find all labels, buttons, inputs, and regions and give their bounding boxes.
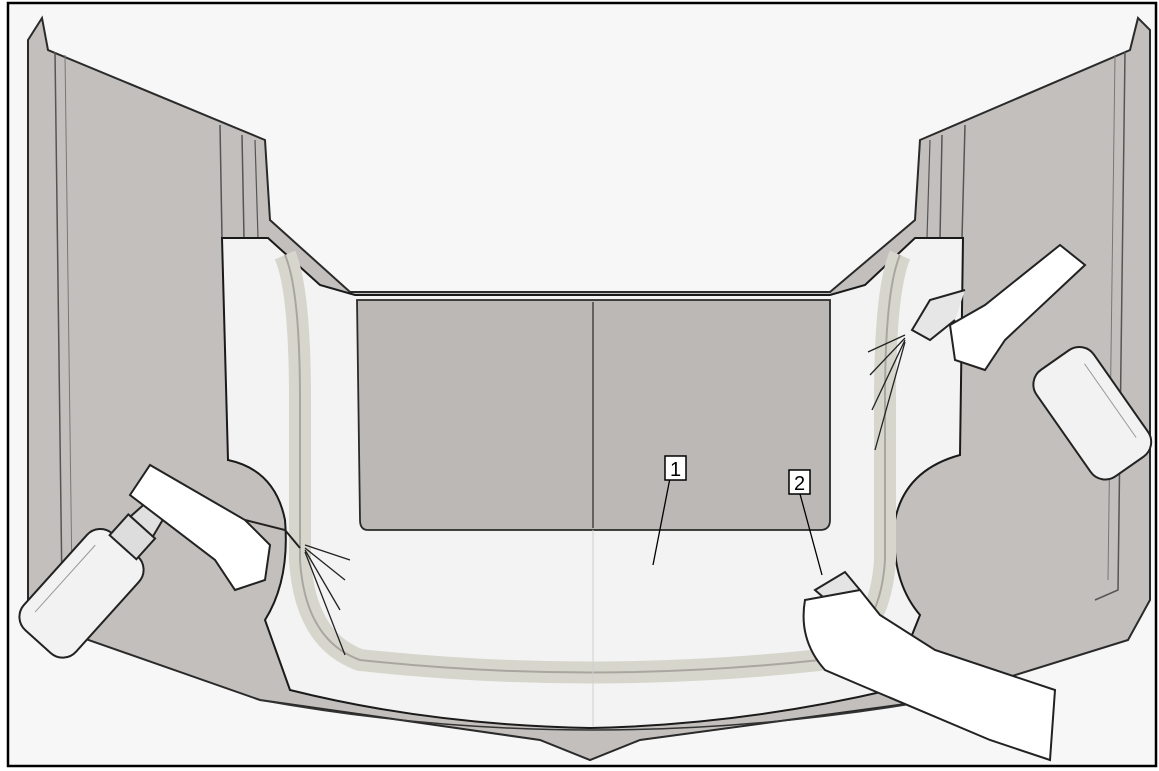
callout-label-2: 2 — [794, 473, 805, 495]
callout-label-1: 1 — [670, 459, 681, 481]
